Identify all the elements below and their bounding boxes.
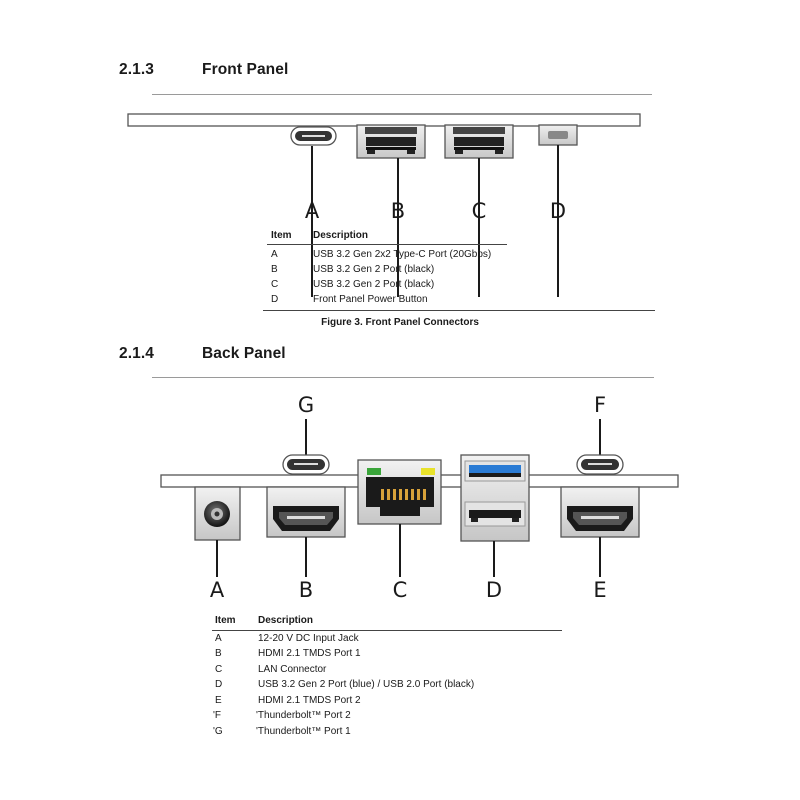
back-row-item: B [215, 648, 222, 659]
back-lan-port-icon [357, 459, 442, 525]
back-hdmi-port-1-icon [266, 486, 346, 538]
front-figure-rule [263, 310, 655, 311]
front-callout-b: B [391, 199, 405, 223]
back-row-item: 'F [213, 710, 222, 721]
back-row-description: USB 3.2 Gen 2 Port (blue) / USB 2.0 Port… [258, 679, 475, 690]
front-usb-c-port-icon [290, 126, 337, 146]
front-callout-c: C [472, 199, 487, 223]
back-callout-d: D [486, 578, 502, 602]
front-row-item: C [271, 279, 279, 290]
front-section-number: 2.1.3 [119, 61, 154, 78]
back-callout-f: F [594, 393, 606, 417]
back-thunderbolt-port-2-icon [576, 454, 624, 475]
back-callout-a: A [210, 578, 225, 602]
back-callout-e: E [593, 578, 606, 602]
back-row-description: 'Thunderbolt™ Port 1 [256, 726, 351, 737]
back-section-title: Back Panel [202, 345, 286, 362]
front-table-header-description: Description [313, 230, 369, 241]
front-row-description: Front Panel Power Button [313, 294, 428, 305]
back-callout-c: C [393, 578, 408, 602]
back-table-header-item: Item [215, 615, 236, 626]
back-section-number: 2.1.4 [119, 345, 154, 362]
front-row-item: B [271, 264, 278, 275]
front-callout-a: A [305, 199, 320, 223]
front-row-item: A [271, 249, 278, 260]
front-row-item: D [271, 294, 279, 305]
back-top-rule [152, 377, 654, 378]
front-row-description: USB 3.2 Gen 2 Port (black) [313, 264, 435, 275]
back-row-item: A [215, 633, 222, 644]
front-power-button-icon [538, 124, 578, 146]
back-row-description: HDMI 2.1 TMDS Port 2 [258, 695, 361, 706]
back-callout-g: G [298, 393, 314, 417]
back-row-description: 12-20 V DC Input Jack [258, 633, 359, 644]
back-row-description: HDMI 2.1 TMDS Port 1 [258, 648, 361, 659]
front-panel-diagram: A B C D [127, 113, 641, 297]
back-row-item: C [215, 664, 223, 675]
back-dc-jack-icon [194, 486, 241, 541]
front-figure-caption: Figure 3. Front Panel Connectors [321, 317, 479, 328]
back-table-header-rule [212, 630, 562, 631]
front-usb-a-port-c-icon [444, 124, 514, 159]
back-row-description: 'Thunderbolt™ Port 2 [256, 710, 351, 721]
back-usb-stack-icon [460, 454, 530, 542]
back-row-description: LAN Connector [258, 664, 327, 675]
front-table-header-item: Item [271, 230, 292, 241]
back-thunderbolt-port-1-icon [282, 454, 330, 475]
front-usb-a-port-b-icon [356, 124, 426, 159]
front-row-description: USB 3.2 Gen 2x2 Type-C Port (20Gbps) [313, 249, 492, 260]
back-table-header-description: Description [258, 615, 314, 626]
back-row-item: 'G [213, 726, 223, 737]
back-panel-diagram: G F [160, 393, 679, 602]
front-row-description: USB 3.2 Gen 2 Port (black) [313, 279, 435, 290]
back-row-item: E [215, 695, 222, 706]
front-callout-d: D [550, 199, 566, 223]
front-section-title: Front Panel [202, 61, 289, 78]
front-top-rule [152, 94, 652, 95]
front-panel-bar [127, 113, 641, 127]
front-table-header-rule [267, 244, 507, 245]
back-hdmi-port-2-icon [560, 486, 640, 538]
back-row-item: D [215, 679, 223, 690]
back-callout-b: B [299, 578, 313, 602]
